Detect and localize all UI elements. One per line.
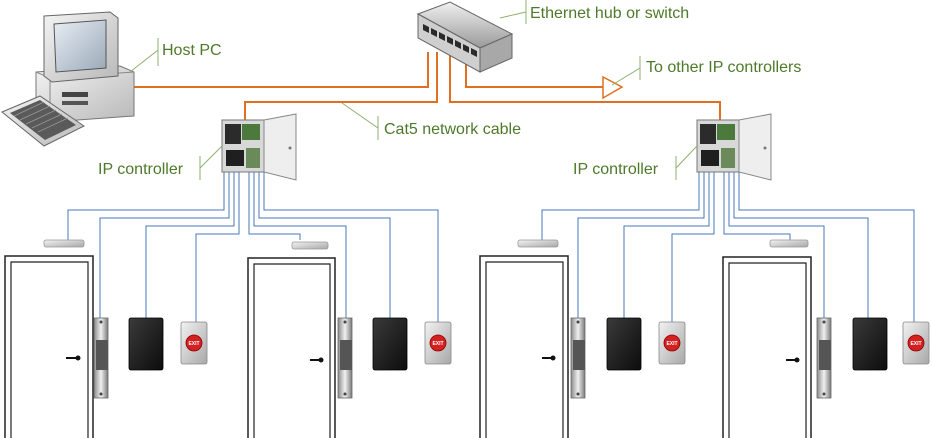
electric-strike-icon: [816, 317, 832, 399]
ethernet-hub-icon: [416, 1, 514, 73]
cable-hub-to-left-controller: [244, 52, 438, 122]
callout-cable: [341, 102, 379, 140]
exit-button-icon: EXIT: [180, 321, 208, 365]
cable-hub-to-right-controller: [449, 52, 721, 122]
exit-button-icon: EXIT: [902, 321, 930, 365]
cable-pc-to-hub: [128, 52, 429, 88]
card-reader-icon: [852, 317, 888, 371]
door-icon: [247, 257, 336, 438]
callout-host-pc: [129, 38, 159, 73]
callout-hub: [499, 0, 527, 24]
controller-left-label: IP controller: [98, 161, 184, 178]
cable-label: Cat5 network cable: [384, 121, 521, 138]
exit-button-text: EXIT: [188, 341, 199, 347]
card-reader-icon: [606, 317, 642, 371]
ethernet-cables: [128, 52, 721, 122]
electric-strike-icon: [337, 317, 353, 399]
ip-controller-left-icon: [221, 113, 297, 181]
arrow-to-other-controllers: [602, 75, 624, 100]
controller-right-label: IP controller: [573, 161, 659, 178]
device-wiring-right: [541, 172, 915, 322]
host-pc-icon: [1, 11, 135, 147]
device-wiring-left: [67, 172, 439, 322]
exit-button-text: EXIT: [910, 341, 921, 347]
exit-button-text: EXIT: [666, 341, 677, 347]
callout-other-controllers: [611, 56, 641, 86]
ip-controller-right-icon: [696, 113, 772, 181]
door-icon: [4, 255, 94, 438]
callout-controller-right: [675, 145, 698, 180]
exit-button-icon: EXIT: [658, 321, 686, 365]
door-icon: [479, 255, 569, 438]
door-2-group: EXIT: [247, 241, 452, 438]
callout-controller-left: [199, 145, 223, 180]
door-3-group: EXIT: [479, 239, 686, 438]
hub-label: Ethernet hub or switch: [530, 5, 689, 22]
exit-button-text: EXIT: [432, 341, 443, 347]
door-4-group: EXIT: [722, 239, 930, 438]
card-reader-icon: [372, 317, 408, 371]
host-pc-label: Host PC: [162, 42, 222, 59]
other-controllers-label: To other IP controllers: [646, 59, 801, 76]
callout-lines: [129, 0, 698, 180]
door-icon: [722, 256, 812, 438]
door-1-group: EXIT: [4, 239, 208, 438]
electric-strike-icon: [93, 317, 109, 399]
electric-strike-icon: [570, 317, 586, 399]
card-reader-icon: [128, 317, 164, 371]
exit-button-icon: EXIT: [424, 321, 452, 365]
